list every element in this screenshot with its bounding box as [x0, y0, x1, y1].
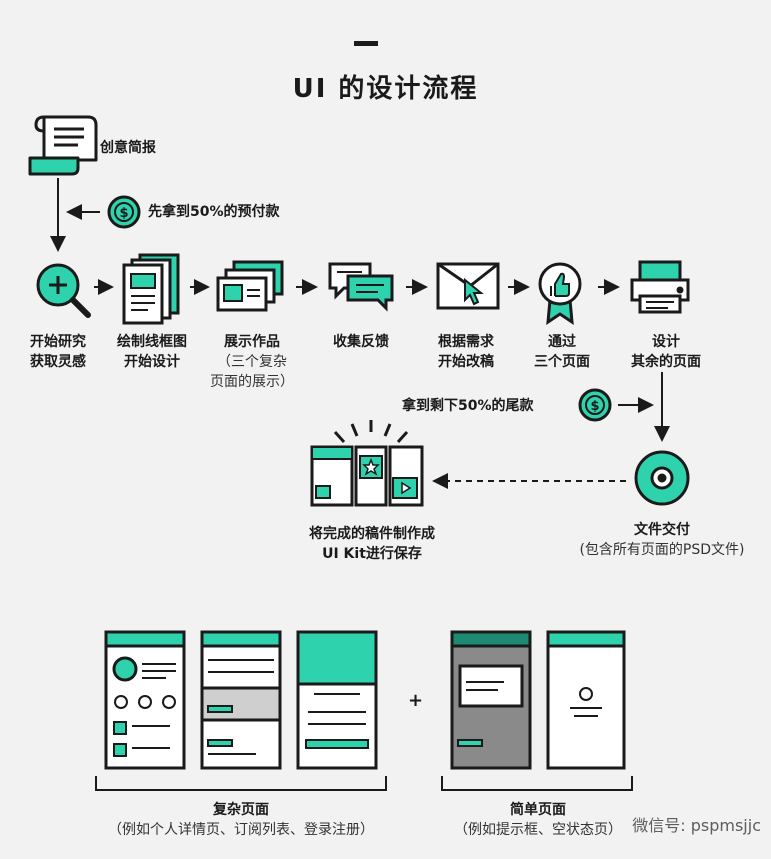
delivery-label-group: 文件交付 (包含所有页面的PSD文件) — [579, 522, 745, 558]
disc-icon — [634, 450, 690, 506]
title-bar-decoration — [354, 41, 378, 46]
simple-pages-caption: 简单页面 （例如提示框、空状态页） — [454, 802, 622, 838]
prepay-label: 先拿到50%的预付款 — [148, 204, 280, 220]
step-wireframe-label: 绘制线框图开始设计 — [117, 334, 187, 370]
revise-cursor-icon — [436, 262, 500, 310]
step-feedback-label: 收集反馈 — [333, 334, 389, 350]
empty-state-page-mockup — [546, 630, 626, 770]
step-design-rest-label: 设计其余的页面 — [631, 334, 701, 370]
login-page-mockup — [296, 630, 378, 770]
profile-page-mockup — [104, 630, 186, 770]
brief-label: 创意简报 — [100, 140, 156, 156]
complex-pages-caption: 复杂页面 （例如个人详情页、订阅列表、登录注册） — [108, 802, 374, 838]
complex-page-mockups — [104, 630, 378, 770]
approval-thumbs-icon — [538, 262, 582, 325]
coin-icon: $ — [107, 195, 141, 229]
printer-icon — [630, 260, 690, 314]
showcase-screens-icon — [216, 260, 284, 312]
step-research-label: 开始研究获取灵感 — [30, 334, 86, 370]
step-revise-label: 根据需求开始改稿 — [438, 334, 494, 370]
page-title: UI 的设计流程 — [292, 74, 479, 104]
brief-scroll-icon — [28, 115, 98, 176]
research-magnifier-icon — [36, 263, 91, 318]
simple-page-mockups — [450, 630, 626, 770]
step-approve-label: 通过三个页面 — [534, 334, 590, 370]
feedback-chat-icon — [328, 262, 394, 312]
simple-bracket — [441, 776, 633, 791]
coin-icon-final: $ — [578, 388, 612, 422]
ui-kit-icon — [310, 420, 424, 507]
svg-text:$: $ — [119, 206, 128, 221]
plus-sign: + — [408, 690, 424, 711]
list-page-mockup — [200, 630, 282, 770]
final-payment-label: 拿到剩下50%的尾款 — [402, 398, 534, 414]
step-showcase-label: 展示作品 （三个复杂 页面的展示） — [210, 334, 294, 390]
watermark: 微信号: pspmsjjc — [632, 816, 761, 835]
svg-text:$: $ — [590, 399, 599, 414]
dialog-page-mockup — [450, 630, 532, 770]
wireframe-pages-icon — [122, 253, 180, 325]
complex-bracket — [95, 776, 387, 791]
